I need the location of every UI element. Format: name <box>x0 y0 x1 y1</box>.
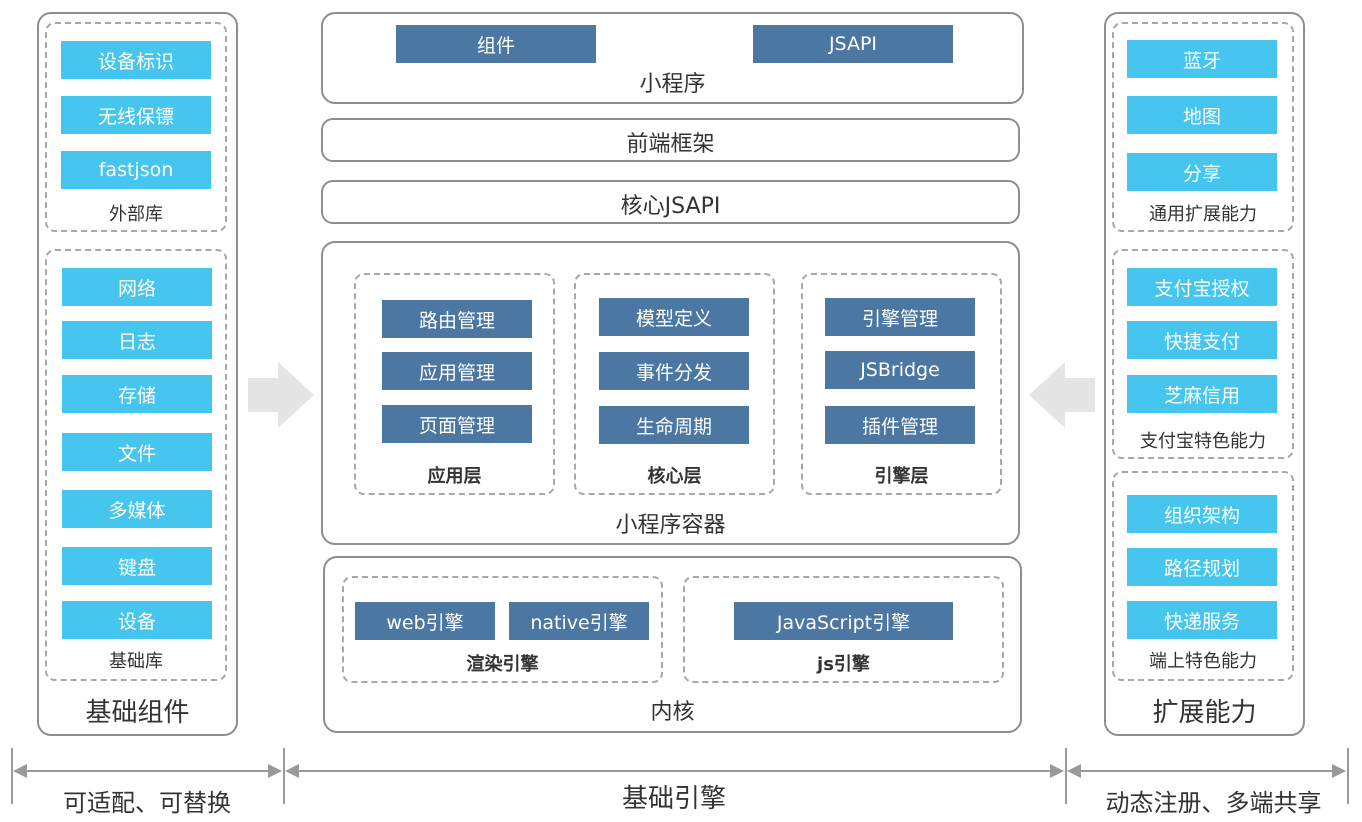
chip-app-mgmt: 应用管理 <box>382 352 532 390</box>
chip-quick-pay: 快捷支付 <box>1127 321 1277 359</box>
axis-arrow-right-start <box>1067 764 1081 778</box>
chip-device-id: 设备标识 <box>61 41 211 79</box>
axis-tick-3 <box>1065 748 1067 804</box>
frontend-title: 前端框架 <box>626 132 715 157</box>
render-engine-caption: 渲染引擎 <box>466 654 539 675</box>
axis-arrow-left-start <box>13 764 27 778</box>
chip-sesame-credit: 芝麻信用 <box>1127 375 1277 413</box>
chip-express-service: 快递服务 <box>1127 601 1277 639</box>
alipay-feature-group <box>1112 249 1294 459</box>
axis-arrow-center-start <box>285 764 299 778</box>
common-ext-group <box>1112 22 1294 232</box>
kernel-title: 内核 <box>650 700 695 725</box>
right-title: 扩展能力 <box>1152 698 1257 728</box>
chip-fastjson: fastjson <box>61 151 211 189</box>
axis-line-right <box>1074 770 1339 772</box>
chip-network: 网络 <box>62 268 212 306</box>
chip-org-structure: 组织架构 <box>1127 495 1277 533</box>
chip-wireless-guard: 无线保镖 <box>61 96 211 134</box>
js-engine-group <box>683 576 1004 683</box>
core-layer-group <box>574 273 775 495</box>
app-layer-caption: 应用层 <box>427 466 482 487</box>
left-title: 基础组件 <box>85 698 190 728</box>
engine-layer-group <box>801 273 1002 495</box>
container-title: 小程序容器 <box>615 513 726 538</box>
chip-multimedia: 多媒体 <box>62 490 212 528</box>
chip-jsapi: JSAPI <box>753 25 953 63</box>
axis-line-left <box>20 770 275 772</box>
alipay-feature-caption: 支付宝特色能力 <box>1140 431 1266 452</box>
engine-layer-caption: 引擎层 <box>874 466 929 487</box>
chip-jsbridge: JSBridge <box>825 351 975 389</box>
axis-line-center <box>292 770 1057 772</box>
chip-component: 组件 <box>396 25 596 63</box>
chip-web-engine: web引擎 <box>355 602 495 640</box>
axis-label-left: 可适配、可替换 <box>63 789 231 817</box>
arrow-left-icon <box>1029 362 1095 428</box>
axis-arrow-right-end <box>1332 764 1346 778</box>
axis-label-center: 基础引擎 <box>621 784 726 814</box>
chip-storage: 存储 <box>62 375 212 413</box>
external-lib-group <box>45 22 227 232</box>
js-engine-caption: js引擎 <box>817 654 870 675</box>
axis-label-right: 动态注册、多端共享 <box>1105 789 1322 817</box>
chip-plugin-mgmt: 插件管理 <box>825 406 975 444</box>
chip-model-def: 模型定义 <box>599 298 749 336</box>
chip-route-planning: 路径规划 <box>1127 548 1277 586</box>
chip-keyboard: 键盘 <box>62 547 212 585</box>
external-lib-caption: 外部库 <box>109 204 163 225</box>
chip-file: 文件 <box>62 433 212 471</box>
core-layer-caption: 核心层 <box>647 466 702 487</box>
chip-lifecycle: 生命周期 <box>599 406 749 444</box>
chip-log: 日志 <box>62 321 212 359</box>
frontend-box <box>321 118 1020 162</box>
base-lib-caption: 基础库 <box>109 651 163 672</box>
common-ext-caption: 通用扩展能力 <box>1149 204 1257 225</box>
chip-alipay-auth: 支付宝授权 <box>1127 268 1277 306</box>
chip-native-engine: native引擎 <box>509 602 649 640</box>
axis-tick-4 <box>1347 748 1349 804</box>
device-feature-group <box>1112 471 1294 681</box>
chip-bluetooth: 蓝牙 <box>1127 40 1277 78</box>
chip-route-mgmt: 路由管理 <box>382 300 532 338</box>
render-engine-group <box>342 576 663 683</box>
kernel-box <box>323 556 1022 733</box>
chip-event-dispatch: 事件分发 <box>599 352 749 390</box>
arrow-right-icon <box>248 362 314 428</box>
axis-arrow-center-end <box>1050 764 1064 778</box>
core-jsapi-title: 核心JSAPI <box>620 194 721 219</box>
chip-page-mgmt: 页面管理 <box>382 405 532 443</box>
chip-share: 分享 <box>1127 153 1277 191</box>
chip-map: 地图 <box>1127 96 1277 134</box>
app-layer-group <box>354 273 555 495</box>
chip-javascript-engine: JavaScript引擎 <box>734 602 953 640</box>
device-feature-caption: 端上特色能力 <box>1149 651 1257 672</box>
chip-engine-mgmt: 引擎管理 <box>825 298 975 336</box>
core-jsapi-box <box>321 180 1020 224</box>
miniprogram-title: 小程序 <box>639 72 706 97</box>
base-lib-group <box>45 249 227 681</box>
axis-tick-1 <box>11 748 13 804</box>
axis-tick-2 <box>283 748 285 804</box>
axis-arrow-left-end <box>268 764 282 778</box>
chip-device: 设备 <box>62 601 212 639</box>
